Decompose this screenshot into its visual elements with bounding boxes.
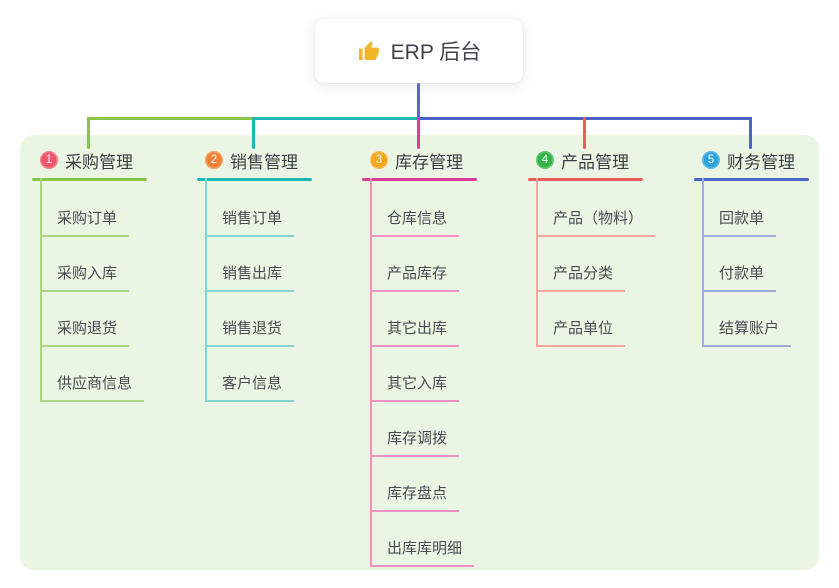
bus-line-segment <box>87 117 255 120</box>
branch-drop-line <box>87 117 90 149</box>
branch-underline <box>197 178 312 181</box>
branch-header[interactable]: 5 财务管理 <box>702 148 795 172</box>
child-node[interactable]: 付款单 <box>702 262 777 292</box>
child-node[interactable]: 采购退货 <box>40 317 130 347</box>
child-node[interactable]: 产品分类 <box>536 262 626 292</box>
child-node[interactable]: 产品（物料） <box>536 207 656 237</box>
branch-header[interactable]: 3 库存管理 <box>370 148 463 172</box>
child-node[interactable]: 销售订单 <box>205 207 295 237</box>
child-node[interactable]: 采购订单 <box>40 207 130 237</box>
child-rail-line <box>205 178 207 400</box>
child-node[interactable]: 结算账户 <box>702 317 792 347</box>
branch-drop-line <box>749 117 752 149</box>
branch-header[interactable]: 2 销售管理 <box>205 148 298 172</box>
child-node[interactable]: 销售出库 <box>205 262 295 292</box>
branch-underline <box>694 178 809 181</box>
branch-number-badge: 5 <box>702 151 720 169</box>
child-rail-line <box>536 178 538 345</box>
child-node[interactable]: 回款单 <box>702 207 777 237</box>
branch-number-badge: 1 <box>40 151 58 169</box>
branch-number-badge: 3 <box>370 151 388 169</box>
child-node[interactable]: 仓库信息 <box>370 207 460 237</box>
branch-underline <box>528 178 643 181</box>
child-node[interactable]: 销售退货 <box>205 317 295 347</box>
branch-header[interactable]: 4 产品管理 <box>536 148 629 172</box>
child-node[interactable]: 出库库明细 <box>370 537 475 567</box>
bus-line-segment <box>252 117 420 120</box>
branch-underline <box>32 178 147 181</box>
thumbs-up-icon <box>358 41 379 60</box>
branch-drop-line <box>583 117 586 149</box>
child-rail-line <box>40 178 42 400</box>
branch-drop-line <box>252 117 255 149</box>
child-node[interactable]: 库存盘点 <box>370 482 460 512</box>
root-title: ERP 后台 <box>390 41 482 64</box>
child-node[interactable]: 供应商信息 <box>40 372 145 402</box>
branch-label: 销售管理 <box>230 152 298 172</box>
branch-number-badge: 4 <box>536 151 554 169</box>
branch-underline <box>362 178 477 181</box>
branch-label: 库存管理 <box>395 152 463 172</box>
child-rail-line <box>702 178 704 345</box>
branch-label: 产品管理 <box>561 152 629 172</box>
child-node[interactable]: 采购入库 <box>40 262 130 292</box>
branch-label: 财务管理 <box>727 152 795 172</box>
branch-header[interactable]: 1 采购管理 <box>40 148 133 172</box>
branch-drop-line <box>417 117 420 149</box>
child-node[interactable]: 其它入库 <box>370 372 460 402</box>
child-node[interactable]: 库存调拨 <box>370 427 460 457</box>
child-node[interactable]: 其它出库 <box>370 317 460 347</box>
child-node[interactable]: 客户信息 <box>205 372 295 402</box>
root-stem-line <box>417 83 420 119</box>
child-node[interactable]: 产品单位 <box>536 317 626 347</box>
child-rail-line <box>370 178 372 565</box>
branch-number-badge: 2 <box>205 151 223 169</box>
root-node[interactable]: ERP 后台 <box>315 19 523 83</box>
child-node[interactable]: 产品库存 <box>370 262 460 292</box>
branch-label: 采购管理 <box>65 152 133 172</box>
branches-background-panel <box>20 135 819 570</box>
